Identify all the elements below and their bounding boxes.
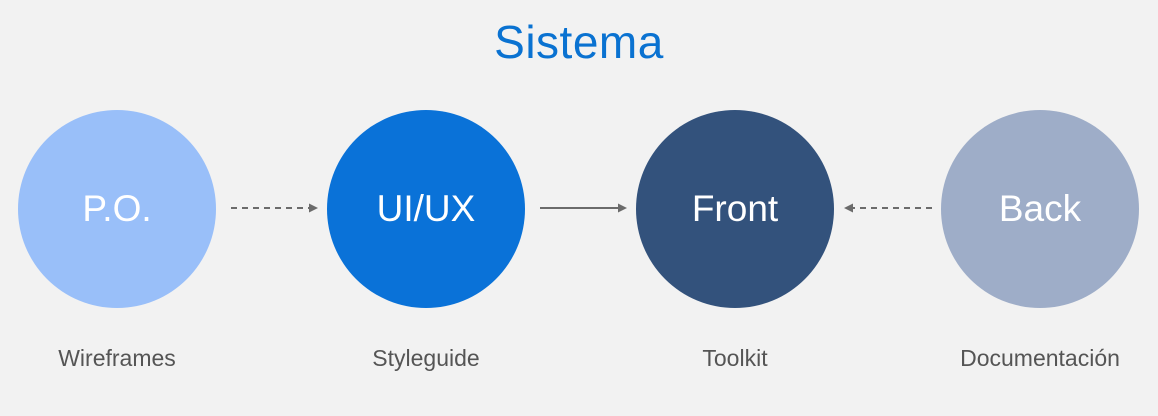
diagram-title: Sistema [494,16,664,68]
arrow-po-to-uiux [231,203,318,213]
arrow-back-to-front [844,203,932,213]
arrow-uiux-to-front [540,203,627,213]
caption-toolkit: Toolkit [702,345,768,371]
node-front: Front [636,110,834,308]
node-uiux: UI/UX [327,110,525,308]
node-front-label: Front [691,188,779,229]
node-back-label: Back [998,188,1082,229]
caption-documentacion: Documentación [960,345,1120,371]
node-back: Back [941,110,1139,308]
node-uiux-label: UI/UX [376,188,476,229]
node-po: P.O. [18,110,216,308]
caption-wireframes: Wireframes [58,345,176,371]
caption-styleguide: Styleguide [372,345,480,371]
node-po-label: P.O. [82,188,152,229]
